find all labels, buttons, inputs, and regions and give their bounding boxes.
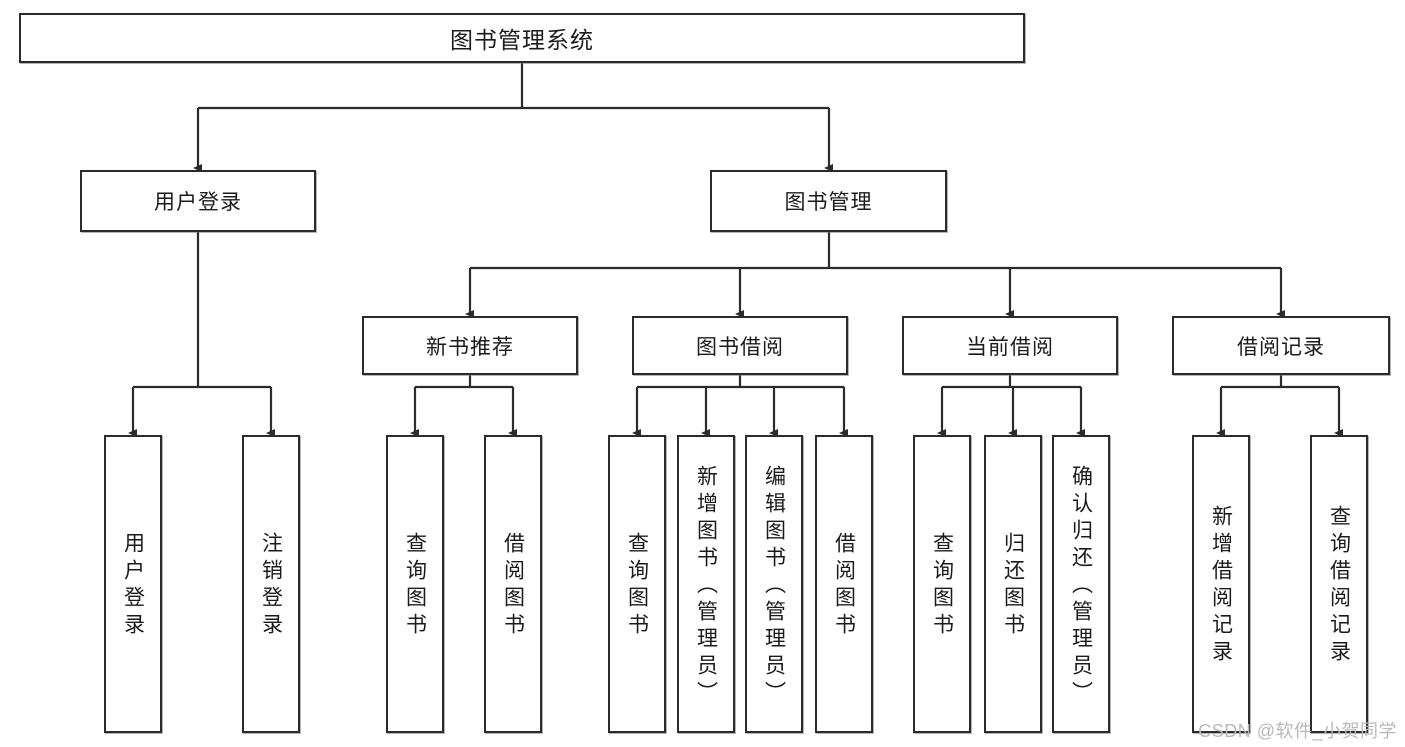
node-l_qbook2[interactable]: 查询图书 (608, 435, 666, 733)
node-l_addbook[interactable]: 新增图书（管理员） (677, 435, 735, 733)
node-label: 借阅图书 (832, 532, 856, 640)
node-root[interactable]: 图书管理系统 (19, 13, 1025, 63)
node-label: 查询借阅记录 (1327, 505, 1351, 667)
node-label: 借阅记录 (1237, 335, 1325, 359)
node-label: 当前借阅 (966, 335, 1054, 359)
node-label: 图书借阅 (696, 335, 784, 359)
node-label: 新书推荐 (426, 335, 514, 359)
node-label: 查询图书 (625, 532, 649, 640)
node-label: 新增图书（管理员） (694, 464, 718, 708)
node-label: 确认归还（管理员） (1069, 464, 1093, 708)
node-newbook[interactable]: 新书推荐 (362, 316, 578, 375)
node-label: 注销登录 (259, 532, 283, 640)
node-l_qrec[interactable]: 查询借阅记录 (1310, 435, 1368, 733)
node-l_login[interactable]: 用户登录 (104, 435, 162, 733)
node-l_editbook[interactable]: 编辑图书（管理员） (745, 435, 803, 733)
node-l_addrec[interactable]: 新增借阅记录 (1192, 435, 1250, 733)
node-l_bbook2[interactable]: 借阅图书 (815, 435, 873, 733)
node-records[interactable]: 借阅记录 (1172, 316, 1390, 375)
node-login[interactable]: 用户登录 (80, 170, 316, 232)
node-l_return[interactable]: 归还图书 (984, 435, 1042, 733)
node-l_bbook1[interactable]: 借阅图书 (484, 435, 542, 733)
node-label: 新增借阅记录 (1209, 505, 1233, 667)
node-label: 编辑图书（管理员） (762, 464, 786, 708)
node-label: 查询图书 (403, 532, 427, 640)
node-l_qbook1[interactable]: 查询图书 (386, 435, 444, 733)
node-label: 图书管理系统 (450, 27, 594, 53)
node-label: 归还图书 (1001, 532, 1025, 640)
node-label: 查询图书 (930, 532, 954, 640)
node-bookmgmt[interactable]: 图书管理 (710, 170, 947, 232)
node-label: 用户登录 (121, 532, 145, 640)
node-borrow[interactable]: 图书借阅 (632, 316, 848, 375)
node-label: 用户登录 (154, 191, 242, 214)
watermark-label: CSDN @软件_小贺同学 (1198, 721, 1397, 741)
node-label: 图书管理 (784, 191, 873, 214)
node-current[interactable]: 当前借阅 (902, 316, 1118, 375)
node-l_qbook3[interactable]: 查询图书 (913, 435, 971, 733)
node-l_confirm[interactable]: 确认归还（管理员） (1052, 435, 1110, 733)
node-l_logout[interactable]: 注销登录 (242, 435, 300, 733)
node-label: 借阅图书 (501, 532, 525, 640)
